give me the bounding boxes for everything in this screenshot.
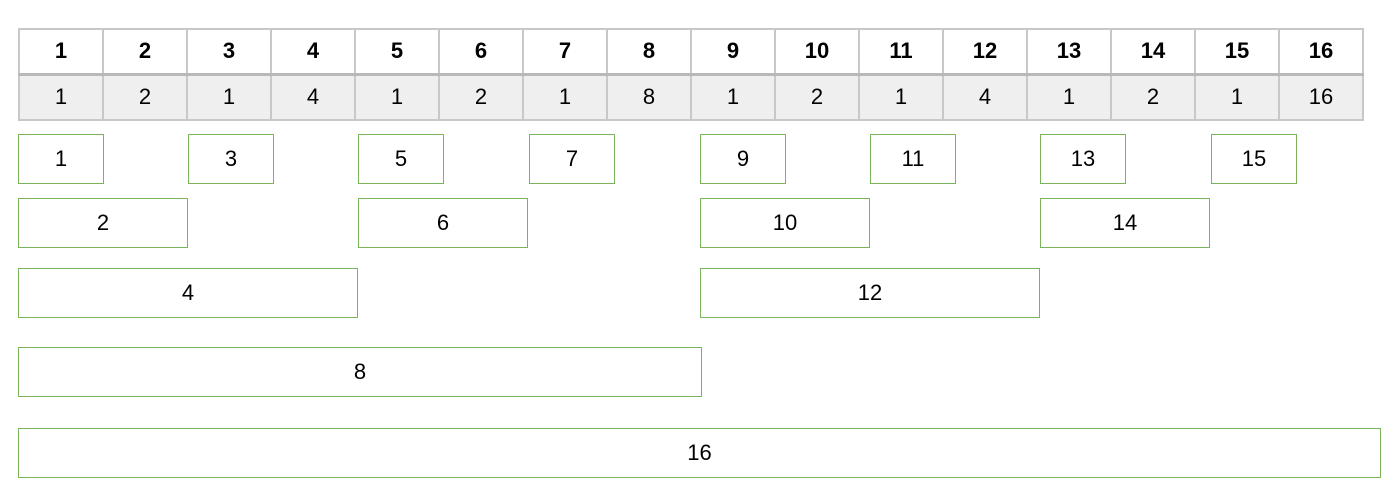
index-cell: 4: [270, 28, 356, 76]
index-value-table: 1 2 3 4 5 6 7 8 9 10 11 12 13 14 15 16 1…: [18, 28, 1364, 121]
index-cell: 13: [1026, 28, 1112, 76]
range-box-level2: 14: [1040, 198, 1210, 248]
range-box-level1: 13: [1040, 134, 1126, 184]
value-cell: 2: [438, 72, 524, 121]
range-box-level1: 5: [358, 134, 444, 184]
value-cell: 8: [606, 72, 692, 121]
value-cell: 16: [1278, 72, 1364, 121]
value-cell: 2: [1110, 72, 1196, 121]
range-box-level2: 2: [18, 198, 188, 248]
index-cell: 10: [774, 28, 860, 76]
range-box-level1: 1: [18, 134, 104, 184]
value-cell: 1: [858, 72, 944, 121]
index-cell: 15: [1194, 28, 1280, 76]
value-cell: 1: [1194, 72, 1280, 121]
range-box-level2: 10: [700, 198, 870, 248]
value-cell: 1: [186, 72, 272, 121]
range-box-level1: 3: [188, 134, 274, 184]
index-cell: 8: [606, 28, 692, 76]
index-cell: 12: [942, 28, 1028, 76]
index-cell: 14: [1110, 28, 1196, 76]
range-box-level1: 7: [529, 134, 615, 184]
range-box-level1: 15: [1211, 134, 1297, 184]
range-box-level3: 4: [18, 268, 358, 318]
value-cell: 2: [774, 72, 860, 121]
value-cell: 1: [354, 72, 440, 121]
value-cell: 2: [102, 72, 188, 121]
index-cell: 7: [522, 28, 608, 76]
index-cell: 1: [18, 28, 104, 76]
value-cell: 1: [18, 72, 104, 121]
value-cell: 4: [942, 72, 1028, 121]
index-cell: 6: [438, 28, 524, 76]
value-cell: 1: [1026, 72, 1112, 121]
value-row: 1 2 1 4 1 2 1 8 1 2 1 4 1 2 1 16: [18, 72, 1364, 121]
index-cell: 11: [858, 28, 944, 76]
index-cell: 5: [354, 28, 440, 76]
index-row: 1 2 3 4 5 6 7 8 9 10 11 12 13 14 15 16: [18, 28, 1364, 76]
value-cell: 4: [270, 72, 356, 121]
range-box-level3: 12: [700, 268, 1040, 318]
range-box-level5: 16: [18, 428, 1381, 478]
index-cell: 16: [1278, 28, 1364, 76]
range-box-level1: 11: [870, 134, 956, 184]
value-cell: 1: [522, 72, 608, 121]
index-cell: 2: [102, 28, 188, 76]
range-box-level1: 9: [700, 134, 786, 184]
range-box-level2: 6: [358, 198, 528, 248]
index-cell: 9: [690, 28, 776, 76]
value-cell: 1: [690, 72, 776, 121]
range-box-level4: 8: [18, 347, 702, 397]
index-cell: 3: [186, 28, 272, 76]
